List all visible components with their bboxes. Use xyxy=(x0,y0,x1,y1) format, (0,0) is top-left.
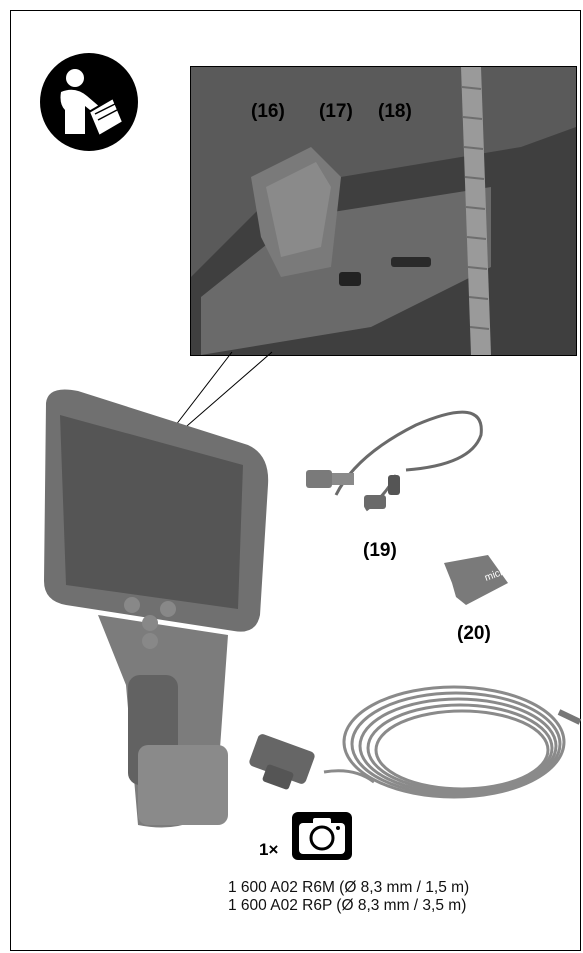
detail-inset: (16) (17) (18) xyxy=(190,66,577,356)
label-16: (16) xyxy=(251,101,285,122)
camera-icon xyxy=(292,812,352,860)
label-19: (19) xyxy=(363,540,397,561)
camera-count: 1× xyxy=(259,840,279,859)
inspection-camera-device xyxy=(44,389,269,828)
label-17: (17) xyxy=(319,101,353,122)
usb-cable xyxy=(306,410,483,512)
microsd-card: micro xyxy=(444,555,510,605)
probe-cable-coil xyxy=(249,685,582,799)
detail-photo xyxy=(191,67,576,355)
caption-line-2: 1 600 A02 R6P (Ø 8,3 mm / 3,5 m) xyxy=(228,897,467,914)
caption-line-1: 1 600 A02 R6M (Ø 8,3 mm / 1,5 m) xyxy=(228,879,470,896)
label-18: (18) xyxy=(378,101,412,122)
read-manual-icon xyxy=(40,53,138,151)
label-20: (20) xyxy=(457,623,491,644)
